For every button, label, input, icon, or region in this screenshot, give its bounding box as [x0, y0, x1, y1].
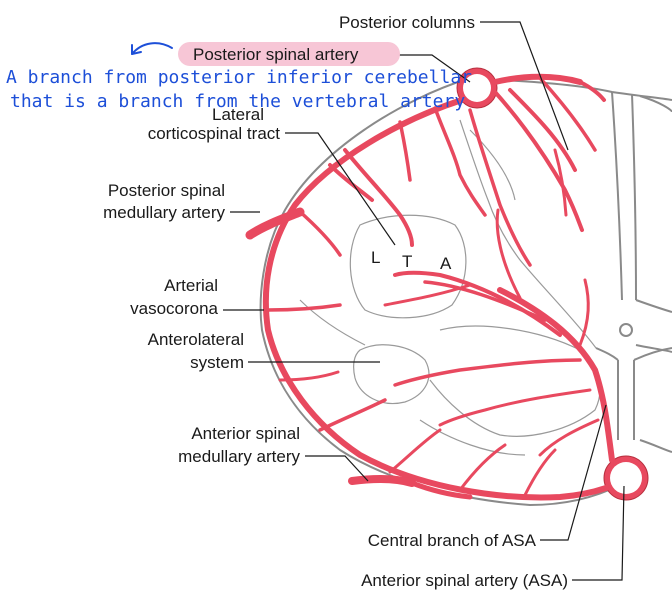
posterior-septum — [612, 92, 622, 300]
label-anterolateral: Anterolateral — [148, 330, 244, 349]
label-corticospinal-tract: corticospinal tract — [148, 124, 281, 143]
label-lateral: Lateral — [212, 105, 264, 124]
label-central-branch: Central branch of ASA — [368, 531, 537, 550]
penetrating-branch-3 — [400, 122, 410, 180]
label-arterial: Arterial — [164, 276, 218, 295]
dorsal-horn-inner — [470, 130, 515, 200]
annotation-arrow — [132, 43, 172, 54]
central-fan-3 — [395, 360, 580, 385]
dorsal-branch-2 — [510, 90, 575, 170]
anterior-commissure — [596, 348, 672, 360]
anterior-median-fissure — [618, 360, 634, 440]
central-branch-vessel — [500, 290, 612, 460]
dorsal-vasocorona — [495, 77, 580, 82]
annotation-line-1: A branch from posterior inferior cerebel… — [6, 67, 472, 88]
penetrating-branch-9 — [390, 430, 440, 472]
label-asa: Anterior spinal artery (ASA) — [361, 571, 568, 590]
dorsal-branch-3 — [540, 78, 595, 150]
central-fan-4 — [440, 390, 590, 425]
posterior-septum-2 — [632, 94, 636, 300]
label-posterior-spinal-medullary-2: medullary artery — [103, 203, 225, 222]
penetrating-branch-4 — [435, 108, 485, 215]
label-letter-l: L — [371, 248, 380, 267]
label-anterior-spinal-medullary-2: medullary artery — [178, 447, 300, 466]
label-posterior-spinal-medullary-1: Posterior spinal — [108, 181, 225, 200]
penetrating-branch-10 — [460, 445, 505, 490]
central-fan-7 — [385, 285, 470, 305]
arterial-vasocorona-vessel — [266, 100, 606, 497]
dorsal-vasocorona-2 — [580, 82, 604, 100]
anterior-right-outline — [640, 440, 672, 452]
penetrating-branch-11 — [525, 450, 555, 495]
label-system: system — [190, 353, 244, 372]
anterolateral-region-outline — [354, 345, 429, 404]
penetrating-branch-5 — [298, 210, 340, 255]
label-vasocorona: vasocorona — [130, 299, 218, 318]
anterior-spinal-artery-lumen — [610, 462, 642, 494]
label-anterior-spinal-medullary-1: Anterior spinal — [191, 424, 300, 443]
cord-outer-outline — [261, 78, 620, 505]
label-posterior-columns: Posterior columns — [339, 13, 475, 32]
anterior-spinal-medullary-artery-vessel — [352, 479, 412, 483]
right-gray-horn — [636, 300, 672, 312]
penetrating-branch-2 — [345, 150, 412, 245]
leader-central-branch — [540, 405, 606, 540]
penetrating-branch-6 — [268, 305, 340, 310]
penetrating-branch-1 — [330, 165, 372, 200]
label-letter-t: T — [402, 252, 412, 271]
label-posterior-spinal-artery: Posterior spinal artery — [193, 45, 359, 64]
central-fan-8 — [580, 280, 588, 345]
ventral-horn-lower — [420, 420, 525, 455]
penetrating-branch-8 — [320, 400, 385, 430]
label-letter-a: A — [440, 254, 452, 273]
central-canal — [620, 324, 632, 336]
